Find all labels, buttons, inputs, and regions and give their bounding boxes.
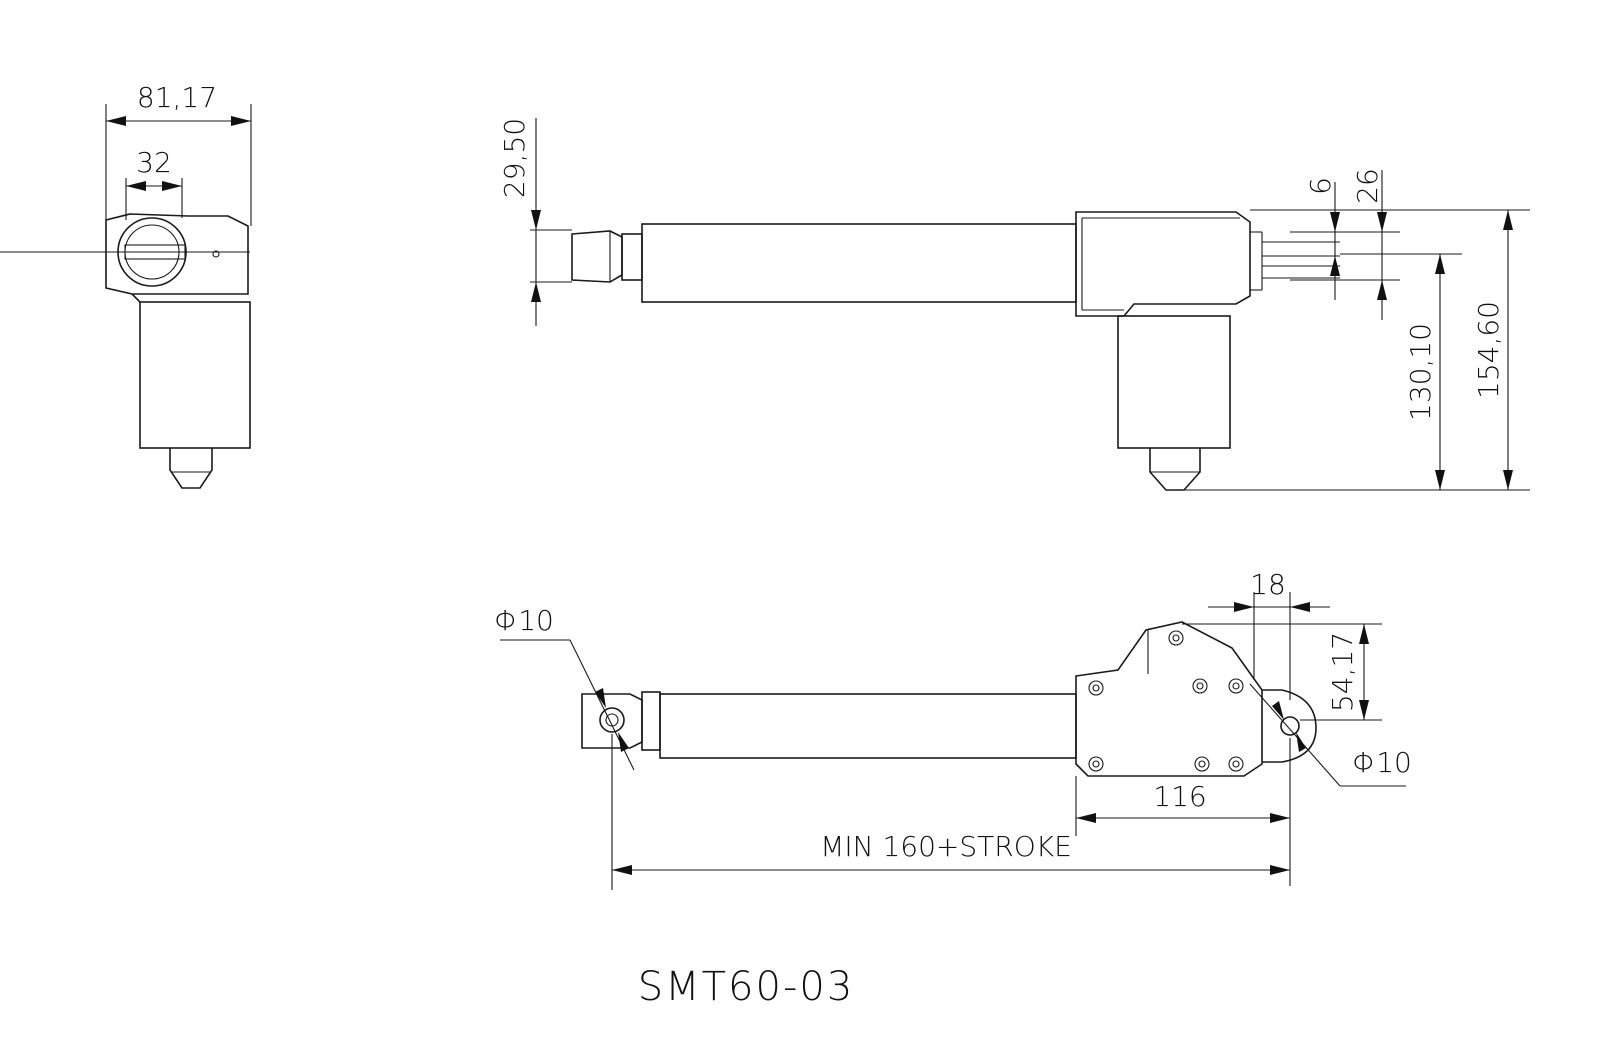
dim-rod-height: 29,50	[498, 118, 531, 198]
dim-side-bore: 32	[136, 146, 172, 179]
dim-front-hole: Φ10	[494, 604, 554, 637]
dim-pin-a: 6	[1304, 177, 1337, 195]
dim-overall-height: 154,60	[1472, 301, 1505, 399]
dim-min-length: MIN 160+STROKE	[820, 830, 1072, 863]
dim-mount-height: 130,10	[1404, 323, 1437, 421]
dim-rear-hole: Φ10	[1352, 746, 1412, 779]
dim-housing-length: 116	[1153, 780, 1206, 813]
dim-rear-height: 54,17	[1326, 632, 1359, 712]
dim-side-width: 81,17	[137, 81, 217, 114]
side-view: 29,50 6 26 130,10 154,60	[498, 118, 1530, 491]
plan-view: Φ10 Φ10 18 54,17 116 MIN 160+STROKE	[494, 568, 1412, 890]
dim-rear-offset: 18	[1250, 568, 1286, 601]
dim-pin-b: 26	[1351, 168, 1384, 204]
drawing-title: SMT60-03	[638, 964, 855, 1010]
end-view: 81,17 32	[0, 81, 252, 489]
